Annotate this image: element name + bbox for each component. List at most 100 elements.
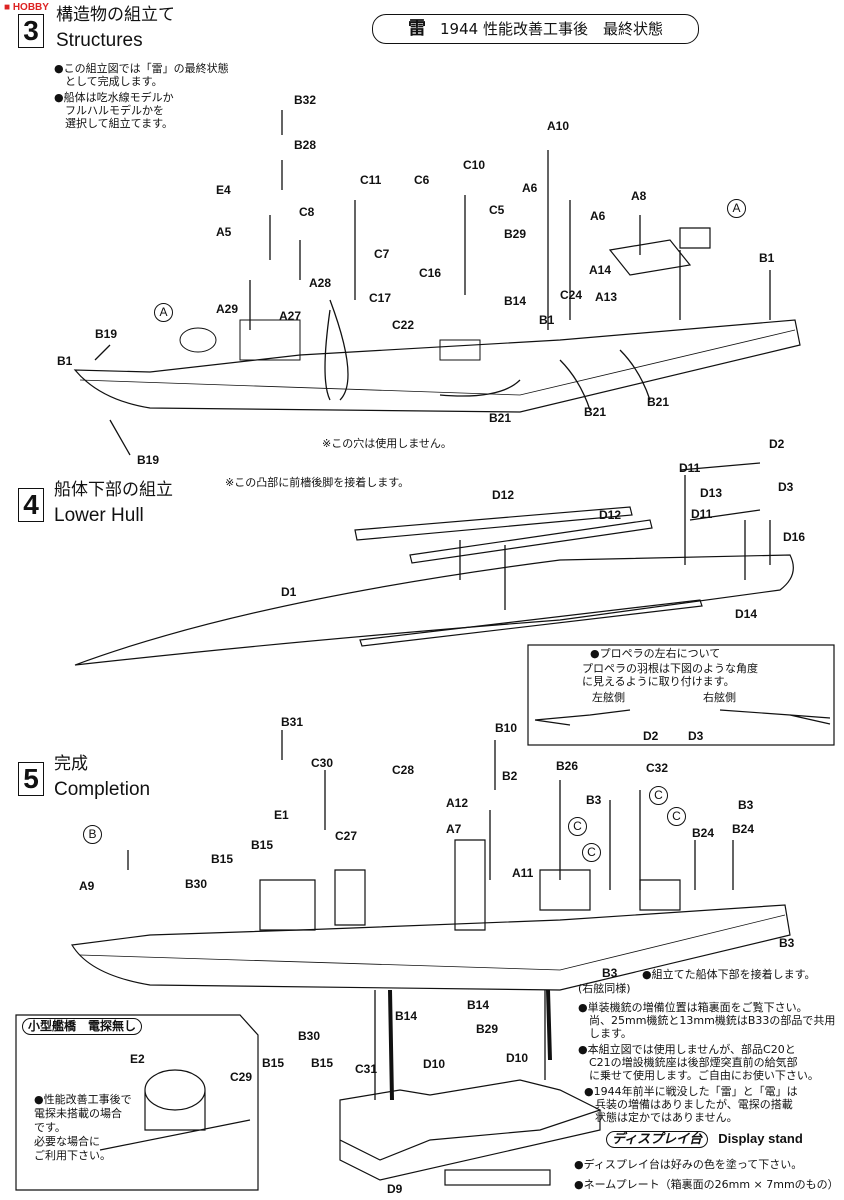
part-label: B3 [779, 936, 795, 950]
step4-title-en: Lower Hull [54, 505, 144, 526]
part-label: D9 [387, 1182, 403, 1196]
part-label: B15 [211, 852, 234, 866]
part-label: B14 [395, 1009, 418, 1023]
step3-note: ●この組立図では「雷」の最終状態 として完成します。 [54, 62, 229, 88]
part-label: D16 [783, 530, 806, 544]
part-label: A8 [631, 189, 647, 203]
step4-number: 4 [18, 488, 44, 522]
part-label: A5 [216, 225, 232, 239]
part-label: B15 [251, 838, 274, 852]
part-label: B29 [504, 227, 527, 241]
step3-callout: ※この穴は使用しません。 [322, 437, 452, 450]
ref-circle: C [649, 786, 668, 805]
part-label: D10 [506, 1051, 529, 1065]
step3-note: ●船体は吃水線モデルか フルハルモデルかを 選択して組立てます。 [54, 91, 174, 130]
part-label: B28 [294, 138, 317, 152]
part-label: D3 [688, 729, 704, 743]
part-label: A11 [512, 866, 534, 880]
part-label: C6 [414, 173, 430, 187]
part-label: A13 [595, 290, 618, 304]
part-label: C29 [230, 1070, 253, 1084]
ref-circle: C [568, 817, 587, 836]
starboard-side-label: 右舷側 [703, 691, 736, 704]
part-label: B14 [504, 294, 527, 308]
step4-title-jp: 船体下部の組立 [54, 480, 173, 500]
part-label: A29 [216, 302, 239, 316]
part-label: A14 [589, 263, 612, 277]
step5-note: ●1944年前半に戦没した「雷」と「電」は 兵装の増備はありましたが、電探の搭載… [584, 1085, 798, 1124]
part-label: C11 [360, 173, 382, 187]
ship-name: 雷 [408, 18, 427, 39]
ref-circle: C [667, 807, 686, 826]
part-label: B24 [732, 822, 755, 836]
step5-note: ●組立てた船体下部を接着します。 [642, 968, 816, 981]
part-label: D3 [778, 480, 794, 494]
part-label: B15 [262, 1056, 285, 1070]
part-label: A27 [279, 309, 302, 323]
part-label: A7 [446, 822, 462, 836]
display-stand-heading: ディスプレイ台 Display stand [606, 1131, 803, 1148]
part-label: C5 [489, 203, 505, 217]
part-label: B1 [539, 313, 555, 327]
port-side-label: 左舷側 [592, 691, 625, 704]
part-label: B3 [586, 793, 602, 807]
ref-circle: A [727, 199, 746, 218]
part-label: B26 [556, 759, 579, 773]
part-label: B1 [57, 354, 73, 368]
part-label: D2 [769, 437, 785, 451]
step5-note: ●本組立図では使用しませんが、部品C20と C21の増設機銃座は後部煙突直前の給… [578, 1043, 819, 1082]
ship-banner: 雷 1944 性能改善工事後 最終状態 [372, 14, 699, 44]
part-label: A28 [309, 276, 332, 290]
part-label: C17 [369, 291, 392, 305]
part-label: D11 [691, 507, 713, 521]
part-label: B21 [647, 395, 670, 409]
part-label: D13 [700, 486, 723, 500]
part-label: C31 [355, 1062, 378, 1076]
step3-title-jp: 構造物の組立て [56, 5, 175, 25]
part-label: D11 [679, 461, 701, 475]
name-plate [444, 1169, 551, 1186]
part-label: B1 [759, 251, 775, 265]
step3-title-en: Structures [56, 30, 143, 51]
propeller-note: プロペラの羽根は下図のような角度 に見えるように取り付けます。 [582, 662, 758, 688]
part-label: D2 [643, 729, 659, 743]
part-label: B19 [95, 327, 118, 341]
part-label: A6 [522, 181, 538, 195]
display-stand-note: ●ネームプレート（箱裏面の26mm × 7mmのもの） [574, 1178, 839, 1191]
part-label: B21 [489, 411, 512, 425]
step5-title-en: Completion [54, 779, 151, 800]
part-label: A6 [590, 209, 606, 223]
step3-number: 3 [18, 14, 44, 48]
part-label: C28 [392, 763, 415, 777]
part-label: E1 [274, 808, 289, 822]
part-label: B3 [602, 966, 618, 980]
part-label: B2 [502, 769, 518, 783]
banner-text: 1944 性能改善工事後 最終状態 [440, 20, 663, 38]
part-label: B15 [311, 1056, 334, 1070]
part-label: E4 [216, 183, 231, 197]
hull-lower-step4 [74, 554, 794, 666]
display-stand-title-jp: ディスプレイ台 [606, 1131, 709, 1148]
part-label: B24 [692, 826, 715, 840]
part-label: D12 [492, 488, 515, 502]
part-label: E2 [130, 1052, 145, 1066]
part-label: D14 [735, 607, 758, 621]
part-label: C27 [335, 829, 358, 843]
part-label: B29 [476, 1022, 499, 1036]
hull-completed-step5 [71, 904, 791, 991]
part-label: B31 [281, 715, 304, 729]
ref-circle: B [83, 825, 102, 844]
inset-note: ●性能改善工事後で 電探未搭載の場合 です。 必要な場合に ご利用下さい。 [34, 1093, 132, 1162]
ref-circle: C [582, 843, 601, 862]
part-label: B3 [738, 798, 754, 812]
ref-circle: A [154, 303, 173, 322]
part-label: B10 [495, 721, 518, 735]
part-label: A10 [547, 119, 570, 133]
part-label: D1 [281, 585, 297, 599]
part-label: C32 [646, 761, 669, 775]
part-label: B14 [467, 998, 490, 1012]
step3-callout: ※この凸部に前檣後脚を接着します。 [225, 476, 410, 489]
starboard-same-note: (右舷同様) [578, 982, 631, 995]
propeller-heading: ●プロペラの左右について [590, 647, 721, 660]
